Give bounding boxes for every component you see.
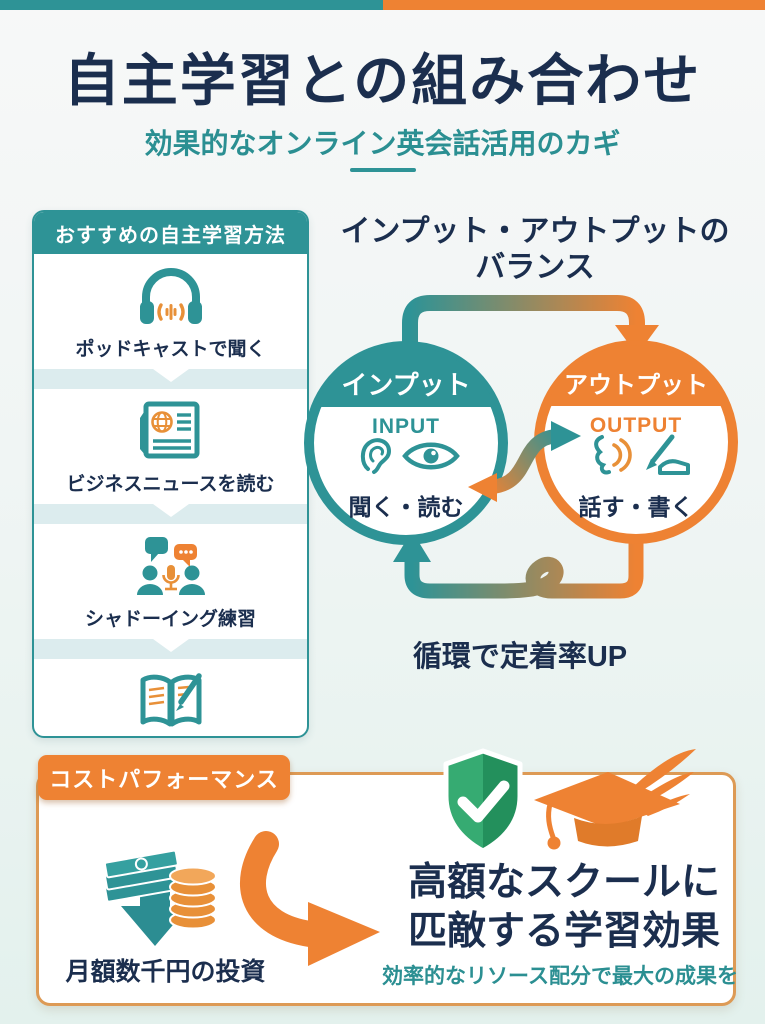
list-item-label: ポッドキャストで聞く <box>75 339 266 360</box>
exchange-arrow <box>468 421 581 502</box>
list-item-label: 英語日記を書く <box>104 737 237 738</box>
speak-icon <box>594 435 632 475</box>
curved-arrow-icon <box>228 830 403 980</box>
bottom-cycle-arrow <box>393 531 644 599</box>
cycle-footer-label: 循環で定着率UP <box>413 639 627 673</box>
output-label-en: OUTPUT <box>590 414 682 437</box>
eye-icon <box>402 442 460 470</box>
chevron-down-icon <box>34 504 307 524</box>
newspaper-icon <box>131 395 211 467</box>
write-icon <box>646 434 690 475</box>
page-title: 自主学習との組み合わせ <box>63 49 702 112</box>
study-methods-card: おすすめの自主学習方法 ポッドキャストで聞く <box>32 210 309 738</box>
chevron-down-icon <box>34 369 307 389</box>
shadowing-icon <box>131 530 211 602</box>
top-bar-teal-segment <box>0 0 383 10</box>
list-item-news: ビジネスニュースを読む <box>34 389 307 504</box>
input-caption: 聞く・読む <box>349 494 464 520</box>
top-bar-orange-segment <box>383 0 765 10</box>
list-item-label: シャドーイング練習 <box>84 609 256 630</box>
shield-check-icon <box>432 746 534 863</box>
coin-stack-icon <box>169 866 217 930</box>
list-item-podcast: ポッドキャストで聞く <box>34 254 307 369</box>
graduation-cap-wing-icon <box>520 744 700 867</box>
cost-headline-line1: 高額なスクールに <box>407 861 720 904</box>
cost-subtext: 効率的なリソース配分で最大の成果を <box>382 965 738 988</box>
list-item-label: ビジネスニュースを読む <box>66 474 275 495</box>
money-investment-icon <box>85 828 230 963</box>
study-methods-header: おすすめの自主学習方法 <box>34 212 307 254</box>
output-circle: アウトプット OUTPUT 話す・書く <box>534 340 738 544</box>
balance-heading-line1: インプット・アウトプットの <box>340 215 730 248</box>
headphones-icon <box>131 260 211 332</box>
input-label-en: INPUT <box>372 415 440 438</box>
subtitle-underline <box>350 168 416 172</box>
cost-headline: 高額なスクールに 匹敵する学習効果 <box>390 858 738 956</box>
ear-icon <box>360 438 392 474</box>
cost-headline-line2: 匹敵する学習効果 <box>407 910 720 953</box>
input-circle: インプット INPUT 聞く・読む <box>304 341 508 545</box>
investment-label: 月額数千円の投資 <box>65 958 266 986</box>
output-caption: 話す・書く <box>579 494 694 520</box>
balance-heading: インプット・アウトプットの バランス <box>305 214 765 286</box>
list-item-diary: 英語日記を書く <box>34 659 307 738</box>
input-output-cycle-diagram: インプット INPUT 聞く・読む アウトプット OUTPUT <box>300 285 765 690</box>
balance-heading-line2: バランス <box>475 251 595 284</box>
list-item-shadowing: シャドーイング練習 <box>34 524 307 639</box>
diary-icon <box>131 665 211 736</box>
output-label-jp: アウトプット <box>564 372 708 399</box>
chevron-down-icon <box>34 639 307 659</box>
top-accent-bar <box>0 0 765 10</box>
page-subtitle: 効果的なオンライン英会話活用のカギ <box>144 128 621 159</box>
top-cycle-arrow <box>402 295 659 365</box>
input-label-jp: インプット <box>341 370 470 400</box>
cost-performance-tab: コストパフォーマンス <box>38 755 290 800</box>
